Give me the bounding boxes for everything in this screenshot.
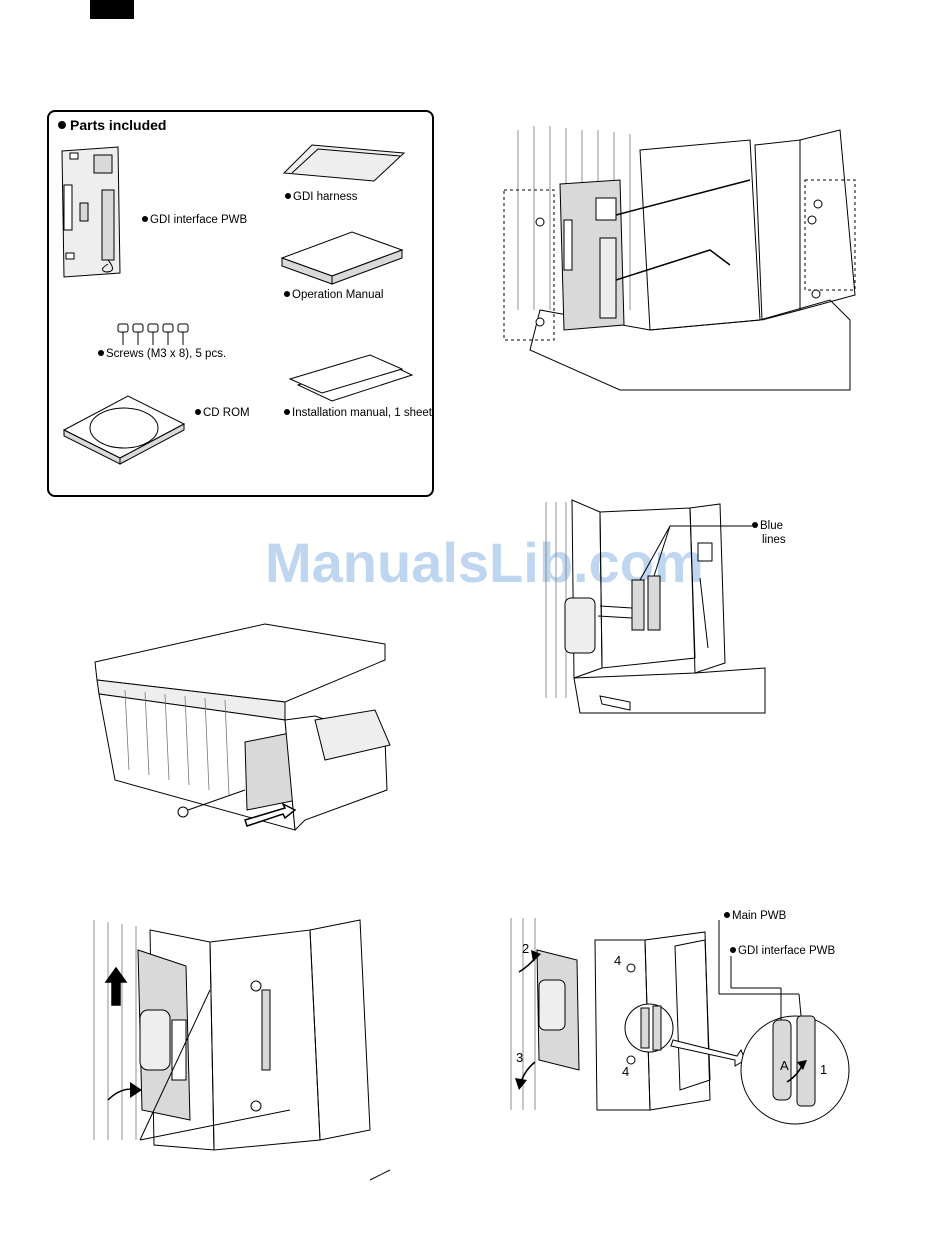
label-blue-lines-1: Blue (752, 520, 783, 532)
figure-remove-plate (90, 910, 390, 1200)
label-installation-manual: Installation manual, 1 sheet (284, 407, 432, 419)
label-blue-lines-2: lines (762, 534, 786, 546)
installation-manual-illustration (288, 355, 413, 405)
figure-blue-lines (540, 498, 770, 716)
parts-heading: Parts included (58, 117, 166, 133)
gdi-harness-illustration (282, 143, 407, 183)
label-gdi-harness: GDI harness (285, 191, 358, 203)
label-gdi-interface-pwb: GDI interface PWB (730, 945, 835, 957)
figure-pwb-mounting (500, 120, 860, 395)
label-main-pwb: Main PWB (724, 910, 786, 922)
figure-connect-boards (505, 910, 855, 1125)
label-screws: Screws (M3 x 8), 5 pcs. (98, 348, 226, 360)
step-number-3: 3 (516, 1050, 523, 1065)
operation-manual-illustration (280, 230, 405, 285)
label-gdi-pwb: GDI interface PWB (142, 214, 247, 226)
cd-rom-illustration (62, 392, 187, 467)
label-cd-rom: CD ROM (195, 407, 250, 419)
detail-label-1: 1 (820, 1062, 827, 1077)
step-number-4-top: 4 (614, 953, 621, 968)
figure-copier-remove-cover (85, 620, 395, 840)
gdi-pwb-illustration (58, 145, 128, 280)
screws-illustration (116, 322, 196, 348)
page-tab-marker (90, 0, 134, 19)
detail-label-a: A (780, 1058, 789, 1073)
step-number-4-bottom: 4 (622, 1064, 629, 1079)
label-operation-manual: Operation Manual (284, 289, 383, 301)
step-number-2: 2 (522, 941, 529, 956)
